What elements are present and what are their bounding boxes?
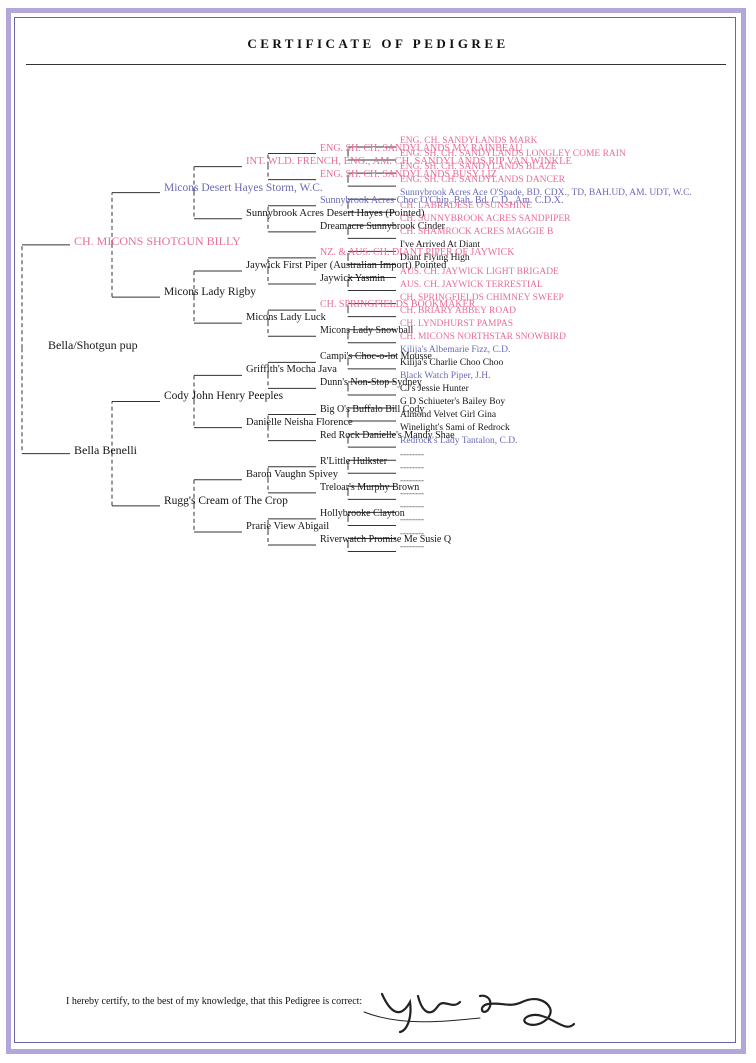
pedigree-ancestor: CH. MICONS NORTHSTAR SNOWBIRD bbox=[400, 331, 566, 342]
pedigree-ancestor: Campi's Choc-o-lot Mousse bbox=[320, 351, 432, 363]
certificate-inner-border bbox=[14, 17, 736, 1043]
pedigree-ancestor: CH. SPRINGFIELDS BOOKMAKER bbox=[320, 299, 476, 311]
pedigree-ancestor: Jaywick Yasmin bbox=[320, 273, 386, 285]
pedigree-ancestor: ENG. SH. CH. SANDYLANDS DANCER bbox=[400, 175, 565, 186]
pedigree-ancestor: Micons Lady Luck bbox=[246, 312, 326, 324]
pedigree-ancestor: CJ's Jessie Hunter bbox=[400, 383, 469, 394]
signature bbox=[363, 992, 576, 1034]
pedigree-ancestor: Redrock's Lady Tantalon, C.D. bbox=[400, 436, 518, 447]
title-divider bbox=[26, 64, 726, 65]
pedigree-ancestor: Sunnybrook Acres Desert Hayes (Pointed) bbox=[246, 207, 425, 219]
pedigree-ancestor: Micons Desert Hayes Storm, W.C. bbox=[164, 181, 323, 194]
pedigree-ancestor: Micons Lady Rigby bbox=[164, 286, 256, 299]
pedigree-ancestor: Griffith's Mocha Java bbox=[246, 364, 337, 376]
pedigree-ancestor: Almond Velvet Girl Gina bbox=[400, 410, 497, 421]
pedigree-ancestor: Baron Vaughn Spivey bbox=[246, 468, 338, 480]
pedigree-ancestor: I've Arrived At Diant bbox=[400, 240, 481, 251]
pedigree-ancestor: ENG. SH. CH. SANDYLANDS BUSY LIZ bbox=[320, 168, 497, 180]
pedigree-ancestor: Kilija's Albemarie Fizz, C.D. bbox=[400, 344, 511, 355]
pedigree-ancestor: -------- bbox=[400, 449, 424, 460]
pedigree-ancestor: CH. SUNNYBROOK ACRES SANDPIPER bbox=[400, 214, 571, 225]
pedigree-ancestor: CH. LABRADESE O'SUNSHINE bbox=[400, 201, 532, 212]
pedigree-ancestor: Dunn's Non-Stop Sydney bbox=[320, 377, 422, 389]
pedigree-ancestor: Micons Lady Snowball bbox=[320, 325, 414, 337]
pedigree-ancestor: CH. SHAMROCK ACRES MAGGIE B bbox=[400, 227, 554, 238]
pedigree-ancestor: Winelight's Sami of Redrock bbox=[400, 423, 510, 434]
pedigree-ancestor: Riverwatch Promise Me Susie Q bbox=[320, 534, 452, 546]
pedigree-ancestor: -------- bbox=[400, 462, 424, 473]
pedigree-ancestor: ENG. SH. CH. SANDYLANDS LONGLEY COME RAI… bbox=[400, 149, 626, 160]
pedigree-ancestor: CH. BRIARY ABBEY ROAD bbox=[400, 305, 516, 316]
pedigree-ancestor: Kilija's Charlie Choo Choo bbox=[400, 357, 504, 368]
certification-statement: I hereby certify, to the best of my know… bbox=[66, 996, 363, 1007]
pedigree-ancestor: Red Rock Danielle's Mandy Shae bbox=[320, 429, 455, 441]
pedigree-ancestor: Bella Benelli bbox=[74, 442, 137, 457]
pedigree-ancestor: Sunnybrook Acres Choc O'Chip, Bah. Bd. C… bbox=[320, 194, 564, 206]
pedigree-ancestor: Big O's Buffalo Bill Cody bbox=[320, 403, 425, 415]
pedigree-ancestor: Cody John Henry Peeples bbox=[164, 390, 284, 403]
pedigree-ancestor: Diant Flying High bbox=[400, 253, 470, 264]
pedigree-ancestor: ENG. SH. CH. SANDYLANDS BLAZE bbox=[400, 162, 557, 173]
certificate-title: CERTIFICATE OF PEDIGREE bbox=[247, 36, 509, 51]
pedigree-ancestor: Rugg's Cream of The Crop bbox=[164, 494, 288, 507]
pedigree-ancestor: AUS. CH. JAYWICK TERRESTIAL bbox=[400, 279, 543, 290]
pedigree-ancestor: -------- bbox=[400, 488, 424, 499]
pedigree-ancestor: CH. SPRINGFIELDS CHIMNEY SWEEP bbox=[400, 292, 564, 303]
pedigree-ancestor: ENG. CH. SANDYLANDS MARK bbox=[400, 136, 538, 146]
pedigree-ancestor: CH. MICONS SHOTGUN BILLY bbox=[74, 233, 241, 248]
pedigree-ancestor: -------- bbox=[400, 527, 424, 538]
pedigree-ancestor: Dreamacre Sunnybrook Cinder bbox=[320, 220, 445, 232]
pedigree-ancestor: INT. WLD. FRENCH, ENG., AM. CH. SANDYLAN… bbox=[246, 155, 572, 167]
pedigree-ancestor: Bella/Shotgun pup bbox=[48, 338, 138, 353]
pedigree-ancestor: AUS. CH. JAYWICK LIGHT BRIGADE bbox=[400, 266, 559, 277]
pedigree-ancestor: -------- bbox=[400, 514, 424, 525]
pedigree-ancestor: Prarie View Abigail bbox=[246, 520, 330, 532]
pedigree-ancestor: -------- bbox=[400, 540, 424, 551]
pedigree-ancestor: Treloar's Murphy Brown bbox=[320, 481, 420, 493]
certificate-border bbox=[6, 8, 746, 1054]
pedigree-ancestor: Hollybrooke Clayton bbox=[320, 507, 405, 519]
pedigree-ancestor: -------- bbox=[400, 475, 424, 486]
pedigree-ancestor: NZ. & AUS. CH. DIANT PIPER OF JAYWICK bbox=[320, 246, 515, 258]
pedigree-ancestor: Sunnybrook Acres Ace O'Spade, BD. CDX., … bbox=[400, 188, 692, 199]
pedigree-ancestor: Jaywick First Piper (Australian Import) … bbox=[246, 259, 447, 271]
pedigree-ancestor: ENG. SH. CH. SANDYLANDS MY RAINBEAU bbox=[320, 142, 523, 154]
pedigree-ancestor: Danielle Neisha Florence bbox=[246, 416, 353, 428]
pedigree-ancestor: CH. LYNDHURST PAMPAS bbox=[400, 318, 514, 329]
pedigree-ancestor: G D Schiueter's Bailey Boy bbox=[400, 397, 506, 407]
pedigree-ancestor: R'Little Hulkster bbox=[320, 455, 388, 467]
pedigree-ancestor: -------- bbox=[400, 501, 424, 512]
pedigree-ancestor: Black Watch Piper, J.H. bbox=[400, 370, 491, 381]
